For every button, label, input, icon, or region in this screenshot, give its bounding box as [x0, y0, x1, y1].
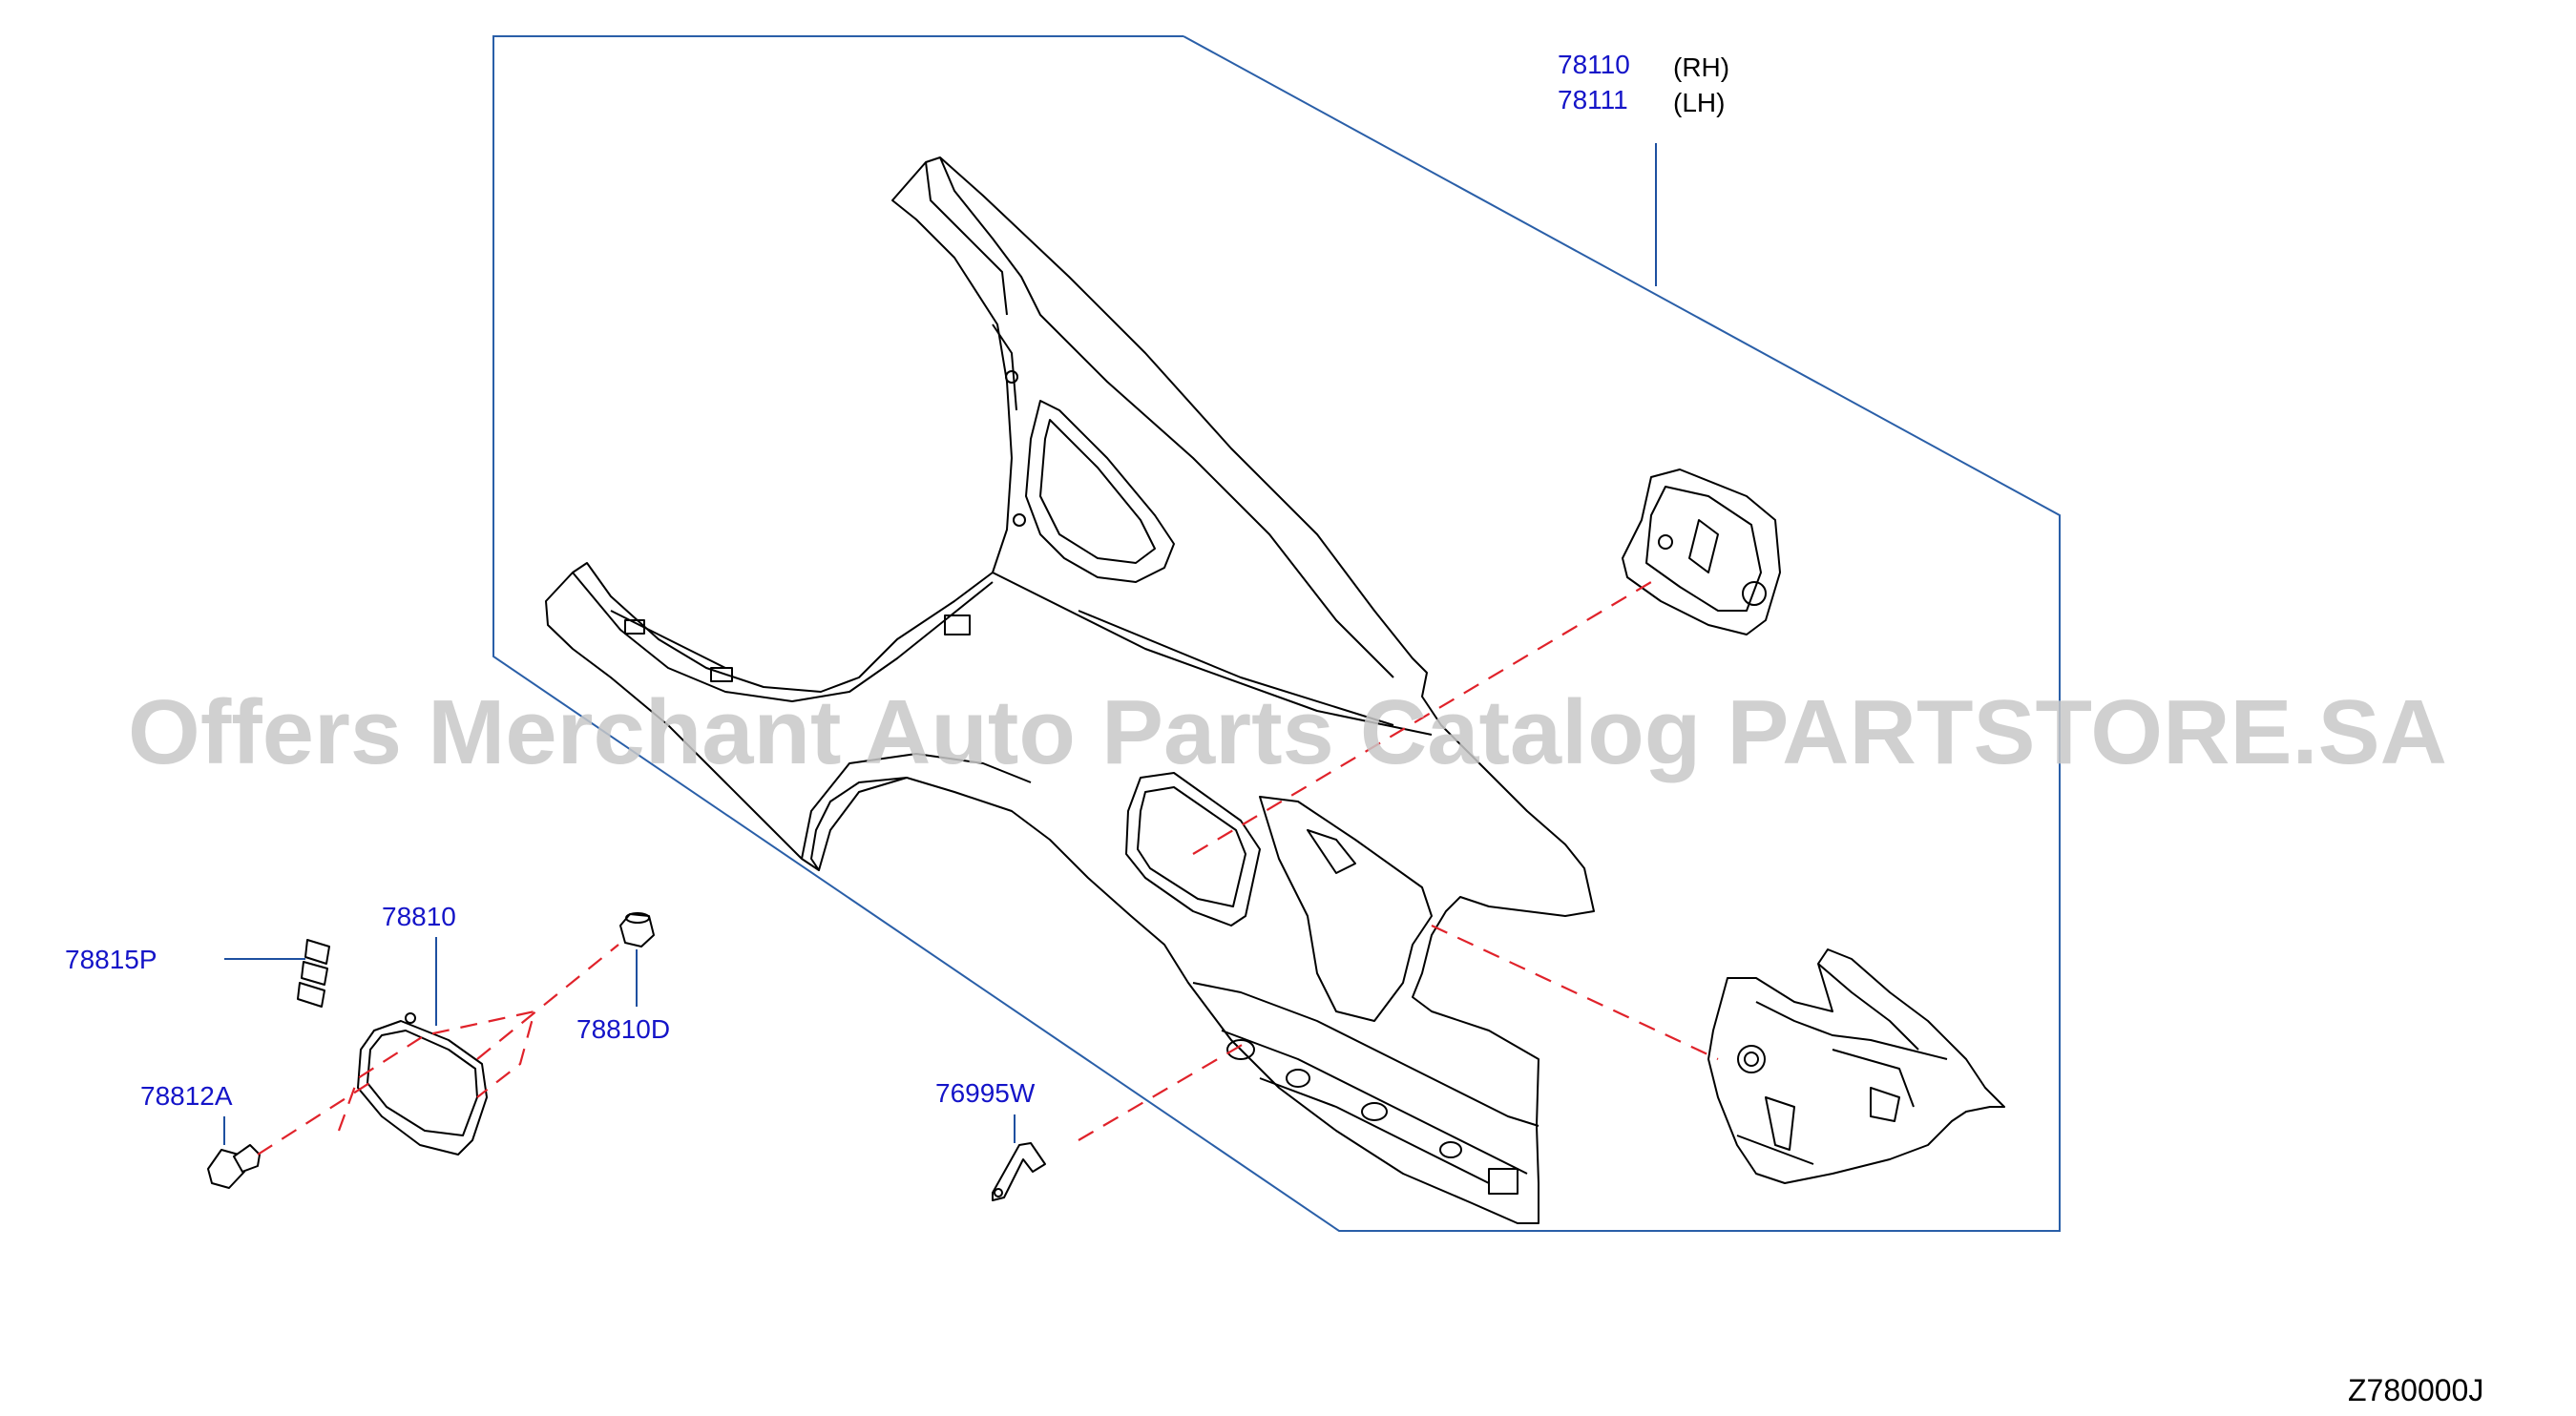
part-number-78812a[interactable]: 78812A	[140, 1081, 233, 1111]
leader-lines	[223, 143, 1657, 1145]
assembly-frame	[492, 35, 2061, 1232]
alignment-lines	[257, 581, 1719, 1156]
part-number-78111[interactable]: 78111	[1558, 85, 1628, 115]
lid-pads[interactable]	[297, 939, 330, 1008]
rear-inner-panel[interactable]	[1707, 948, 2005, 1184]
part-number-78110[interactable]: 78110	[1558, 50, 1630, 79]
side-label-rh: (RH)	[1673, 52, 1729, 82]
part-number-76995w[interactable]: 76995W	[935, 1078, 1036, 1108]
side-label-lh: (LH)	[1673, 88, 1725, 117]
part-number-78815p[interactable]: 78815P	[65, 945, 157, 974]
diagram-code: Z780000J	[2348, 1373, 2483, 1407]
fuel-lid[interactable]	[357, 1012, 488, 1156]
lid-stopper[interactable]	[619, 912, 655, 947]
bracket-76995w[interactable]	[992, 1142, 1046, 1201]
fuel-filler-housing[interactable]	[1622, 469, 1781, 635]
lid-screw[interactable]	[207, 1144, 261, 1189]
part-number-78810d[interactable]: 78810D	[576, 1014, 670, 1044]
part-number-78810[interactable]: 78810	[382, 902, 456, 931]
quarter-panel-assembly[interactable]	[545, 156, 1595, 1224]
watermark-text: Offers Merchant Auto Parts Catalog PARTS…	[128, 681, 2447, 783]
